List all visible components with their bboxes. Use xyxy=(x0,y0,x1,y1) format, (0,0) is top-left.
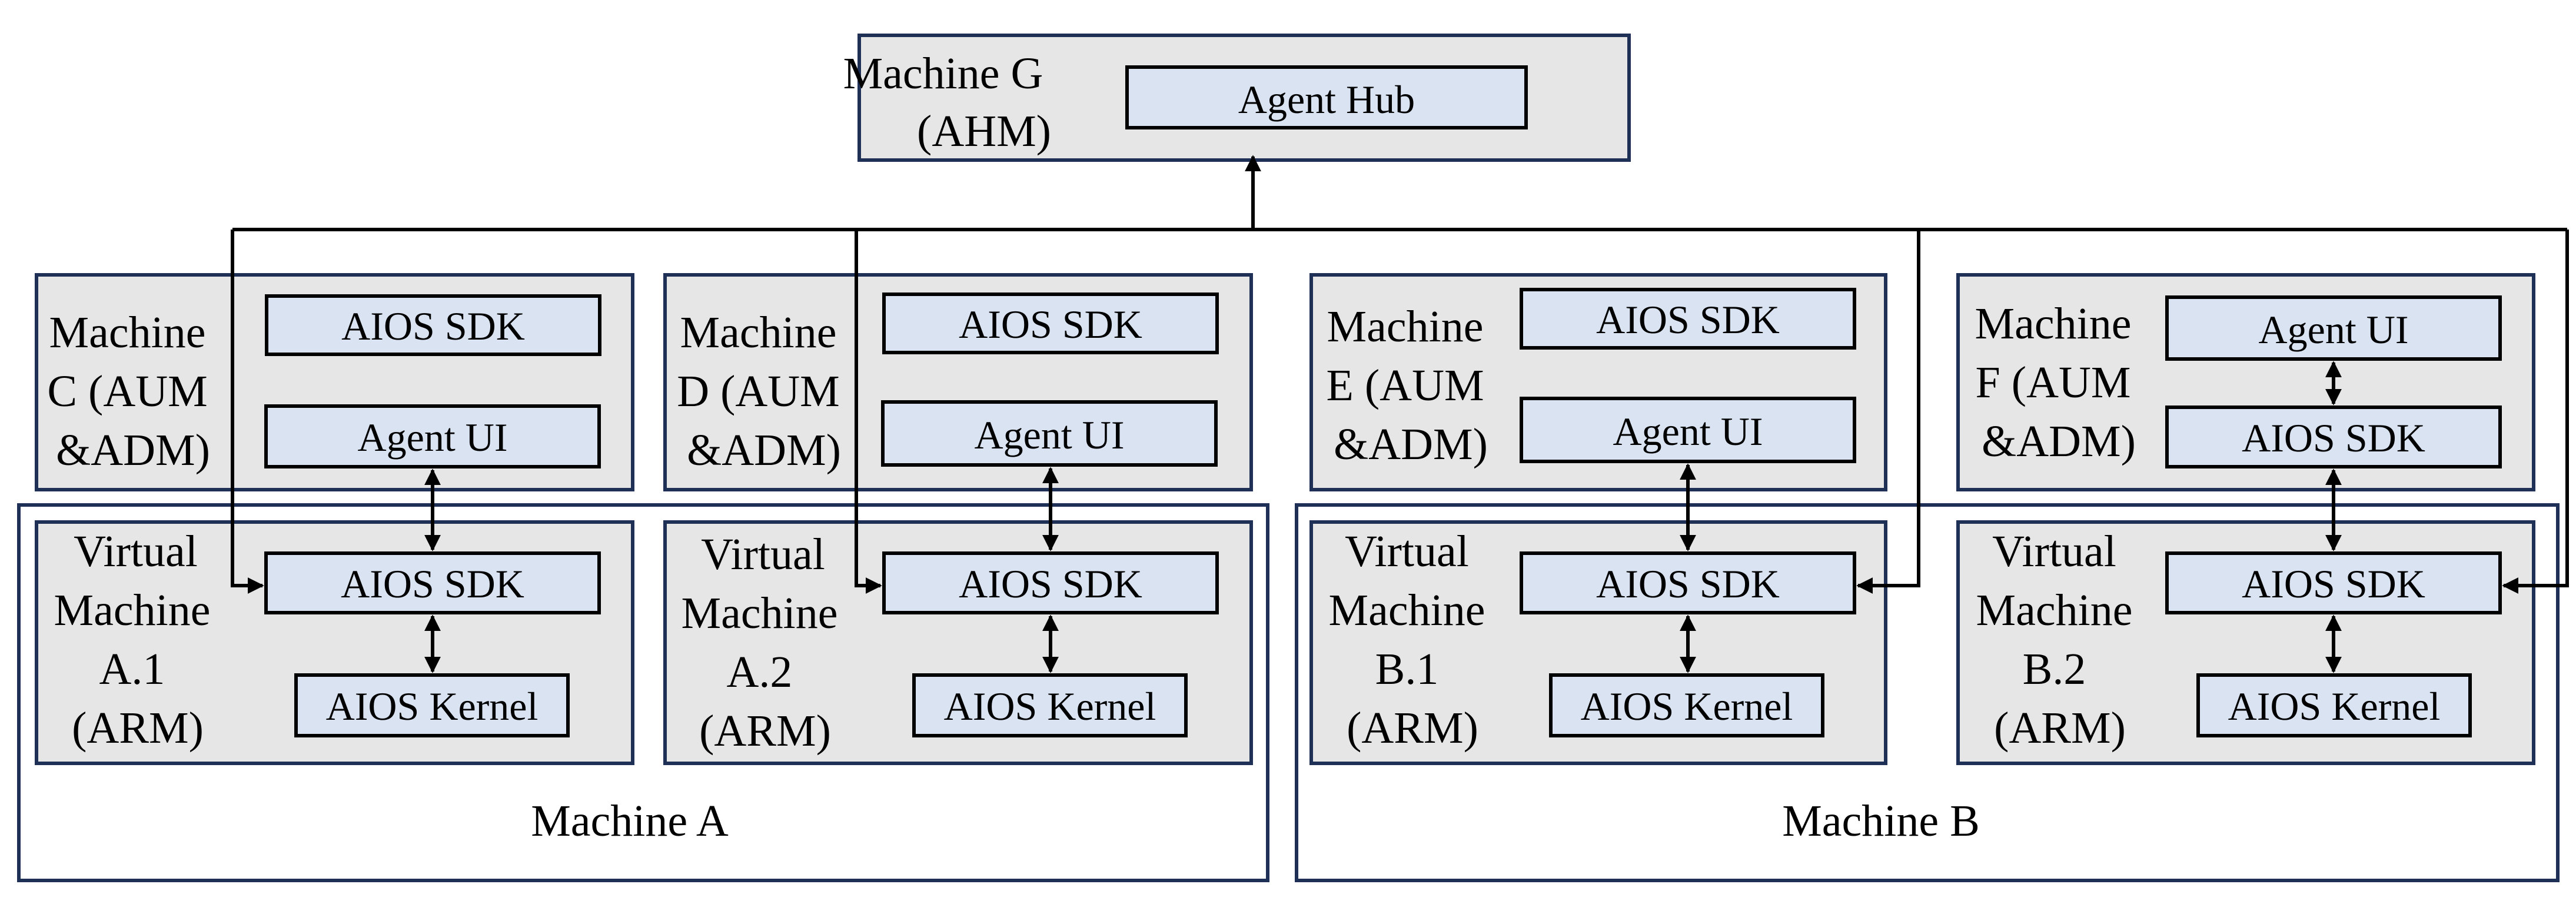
virtual-machine-b2-label: Virtual Machine B.2 (ARM) xyxy=(1976,527,2144,753)
virtual-machine-a2-aios-kernel-label: AIOS Kernel xyxy=(944,684,1156,729)
machine-c: Machine C (AUM &ADM) AIOS SDK Agent UI xyxy=(35,273,634,491)
machine-d-aios-sdk-label: AIOS SDK xyxy=(959,302,1142,347)
virtual-machine-a2-aios-sdk-label: AIOS SDK xyxy=(959,561,1142,606)
virtual-machine-b1-aios-sdk: AIOS SDK xyxy=(1520,551,1856,614)
hub-to-vm-b2-arrow xyxy=(2502,230,2569,594)
virtual-machine-a2-label-line-1: Virtual xyxy=(701,530,825,579)
machine-c-agent-ui: Agent UI xyxy=(264,404,601,468)
agent-hub-label: Agent Hub xyxy=(1238,77,1415,122)
machine-e-label-line-2: E (AUM xyxy=(1326,361,1484,410)
virtual-machine-b2-label-line-4: (ARM) xyxy=(1994,703,2126,753)
machine-b-label: Machine B xyxy=(1782,796,1980,846)
machine-f-label: Machine F (AUM &ADM) xyxy=(1975,299,2143,466)
virtual-machine-b1-label-line-3: B.1 xyxy=(1375,644,1439,694)
machine-e-label: Machine E (AUM &ADM) xyxy=(1326,302,1495,469)
machine-f-aios-sdk: AIOS SDK xyxy=(2165,406,2502,468)
machine-d-label-line-3: &ADM) xyxy=(687,426,841,475)
virtual-machine-b2-label-line-2: Machine xyxy=(1976,586,2133,635)
machine-e-label-line-1: Machine xyxy=(1327,302,1484,351)
machine-g-label-line-2: (AHM) xyxy=(917,107,1051,156)
virtual-machine-b2-aios-kernel-label: AIOS Kernel xyxy=(2228,684,2441,729)
hub-to-vm-a1-arrow xyxy=(231,230,264,594)
machine-f: Machine F (AUM &ADM) Agent UI AIOS SDK xyxy=(1956,273,2535,491)
virtual-machine-b1-label-line-1: Virtual xyxy=(1345,527,1469,576)
machine-c-label-line-3: &ADM) xyxy=(56,426,210,475)
machine-f-label-line-3: &ADM) xyxy=(1982,417,2136,466)
virtual-machine-b2-aios-sdk: AIOS SDK xyxy=(2165,551,2502,614)
machine-f-label-line-1: Machine xyxy=(1975,299,2132,348)
virtual-machine-b2-label-line-1: Virtual xyxy=(1992,527,2116,576)
virtual-machine-a1-label-line-3: A.1 xyxy=(99,644,165,694)
machine-e-aios-sdk-label: AIOS SDK xyxy=(1596,297,1780,342)
virtual-machine-a1-aios-kernel: AIOS Kernel xyxy=(294,673,570,737)
virtual-machine-b2-aios-kernel: AIOS Kernel xyxy=(2196,673,2472,737)
machine-c-aios-sdk-label: AIOS SDK xyxy=(341,304,525,348)
virtual-machine-b1-label-line-2: Machine xyxy=(1329,586,1485,635)
machine-g-label-line-1: Machine G xyxy=(843,49,1043,98)
machine-d-label-line-1: Machine xyxy=(680,308,837,357)
virtual-machine-a1-aios-sdk-label: AIOS SDK xyxy=(341,561,524,606)
virtual-machine-a2-label-line-2: Machine xyxy=(682,589,838,638)
machine-e-agent-ui-label: Agent UI xyxy=(1613,409,1763,454)
virtual-machine-b1-aios-kernel-label: AIOS Kernel xyxy=(1581,684,1793,729)
machine-c-agent-ui-label: Agent UI xyxy=(358,415,508,460)
hub-to-vm-a2-arrow xyxy=(855,230,882,594)
virtual-machine-a1-aios-sdk: AIOS SDK xyxy=(264,551,601,614)
virtual-machine-a1-aios-kernel-label: AIOS Kernel xyxy=(326,684,539,729)
virtual-machine-b1: Virtual Machine B.1 (ARM) AIOS SDK AIOS … xyxy=(1309,520,1887,765)
virtual-machine-a2-aios-sdk: AIOS SDK xyxy=(882,551,1219,614)
virtual-machine-a2-label-line-3: A.2 xyxy=(727,647,793,697)
virtual-machine-a2-aios-kernel: AIOS Kernel xyxy=(912,673,1188,737)
machine-a-label: Machine A xyxy=(531,796,729,846)
machine-f-aios-sdk-label: AIOS SDK xyxy=(2242,416,2425,460)
hub-to-vm-b1-arrow xyxy=(1856,230,1920,594)
machine-d-label: Machine D (AUM &ADM) xyxy=(677,308,851,475)
machine-e: Machine E (AUM &ADM) AIOS SDK Agent UI xyxy=(1309,273,1887,491)
virtual-machine-b2-label-line-3: B.2 xyxy=(2023,644,2086,694)
virtual-machine-a2-label: Virtual Machine A.2 (ARM) xyxy=(682,530,849,756)
virtual-machine-a1: Virtual Machine A.1 (ARM) AIOS SDK AIOS … xyxy=(35,520,634,765)
virtual-machine-a1-label-line-4: (ARM) xyxy=(72,703,204,753)
virtual-machine-a2-label-line-4: (ARM) xyxy=(699,706,831,756)
machine-c-label-line-2: C (AUM xyxy=(47,367,207,416)
machine-c-label: Machine C (AUM &ADM) xyxy=(47,308,218,475)
virtual-machine-b1-label: Virtual Machine B.1 (ARM) xyxy=(1329,527,1497,753)
machine-e-label-line-3: &ADM) xyxy=(1334,420,1488,469)
machine-f-label-line-2: F (AUM xyxy=(1976,358,2131,407)
machine-d-agent-ui: Agent UI xyxy=(881,400,1218,467)
machine-c-aios-sdk: AIOS SDK xyxy=(265,294,601,356)
virtual-machine-a1-label: Virtual Machine A.1 (ARM) xyxy=(54,527,222,753)
connectors xyxy=(231,155,2569,673)
virtual-machine-b1-aios-kernel: AIOS Kernel xyxy=(1549,673,1824,737)
machine-f-agent-ui: Agent UI xyxy=(2165,295,2502,361)
virtual-machine-b2-aios-sdk-label: AIOS SDK xyxy=(2242,561,2425,606)
machine-d-agent-ui-label: Agent UI xyxy=(975,413,1125,457)
virtual-machine-b1-aios-sdk-label: AIOS SDK xyxy=(1596,561,1780,606)
machine-g-label: Machine G (AHM) xyxy=(843,49,1055,156)
machine-e-agent-ui: Agent UI xyxy=(1520,397,1856,463)
virtual-machine-a1-label-line-1: Virtual xyxy=(74,527,198,576)
virtual-machine-b1-label-line-4: (ARM) xyxy=(1347,703,1478,753)
machine-e-aios-sdk: AIOS SDK xyxy=(1520,288,1856,350)
virtual-machine-b2: Virtual Machine B.2 (ARM) AIOS SDK AIOS … xyxy=(1956,520,2535,765)
virtual-machine-a2: Virtual Machine A.2 (ARM) AIOS SDK AIOS … xyxy=(663,520,1253,765)
machine-d: Machine D (AUM &ADM) AIOS SDK Agent UI xyxy=(663,273,1253,491)
machine-c-label-line-1: Machine xyxy=(49,308,206,357)
machine-f-agent-ui-label: Agent UI xyxy=(2259,307,2409,352)
machine-d-label-line-2: D (AUM xyxy=(677,367,840,416)
machine-d-aios-sdk: AIOS SDK xyxy=(882,293,1219,354)
machine-g: Machine G (AHM) Agent Hub xyxy=(843,34,1631,162)
virtual-machine-a1-label-line-2: Machine xyxy=(54,586,211,635)
agent-hub-component: Agent Hub xyxy=(1125,65,1528,129)
